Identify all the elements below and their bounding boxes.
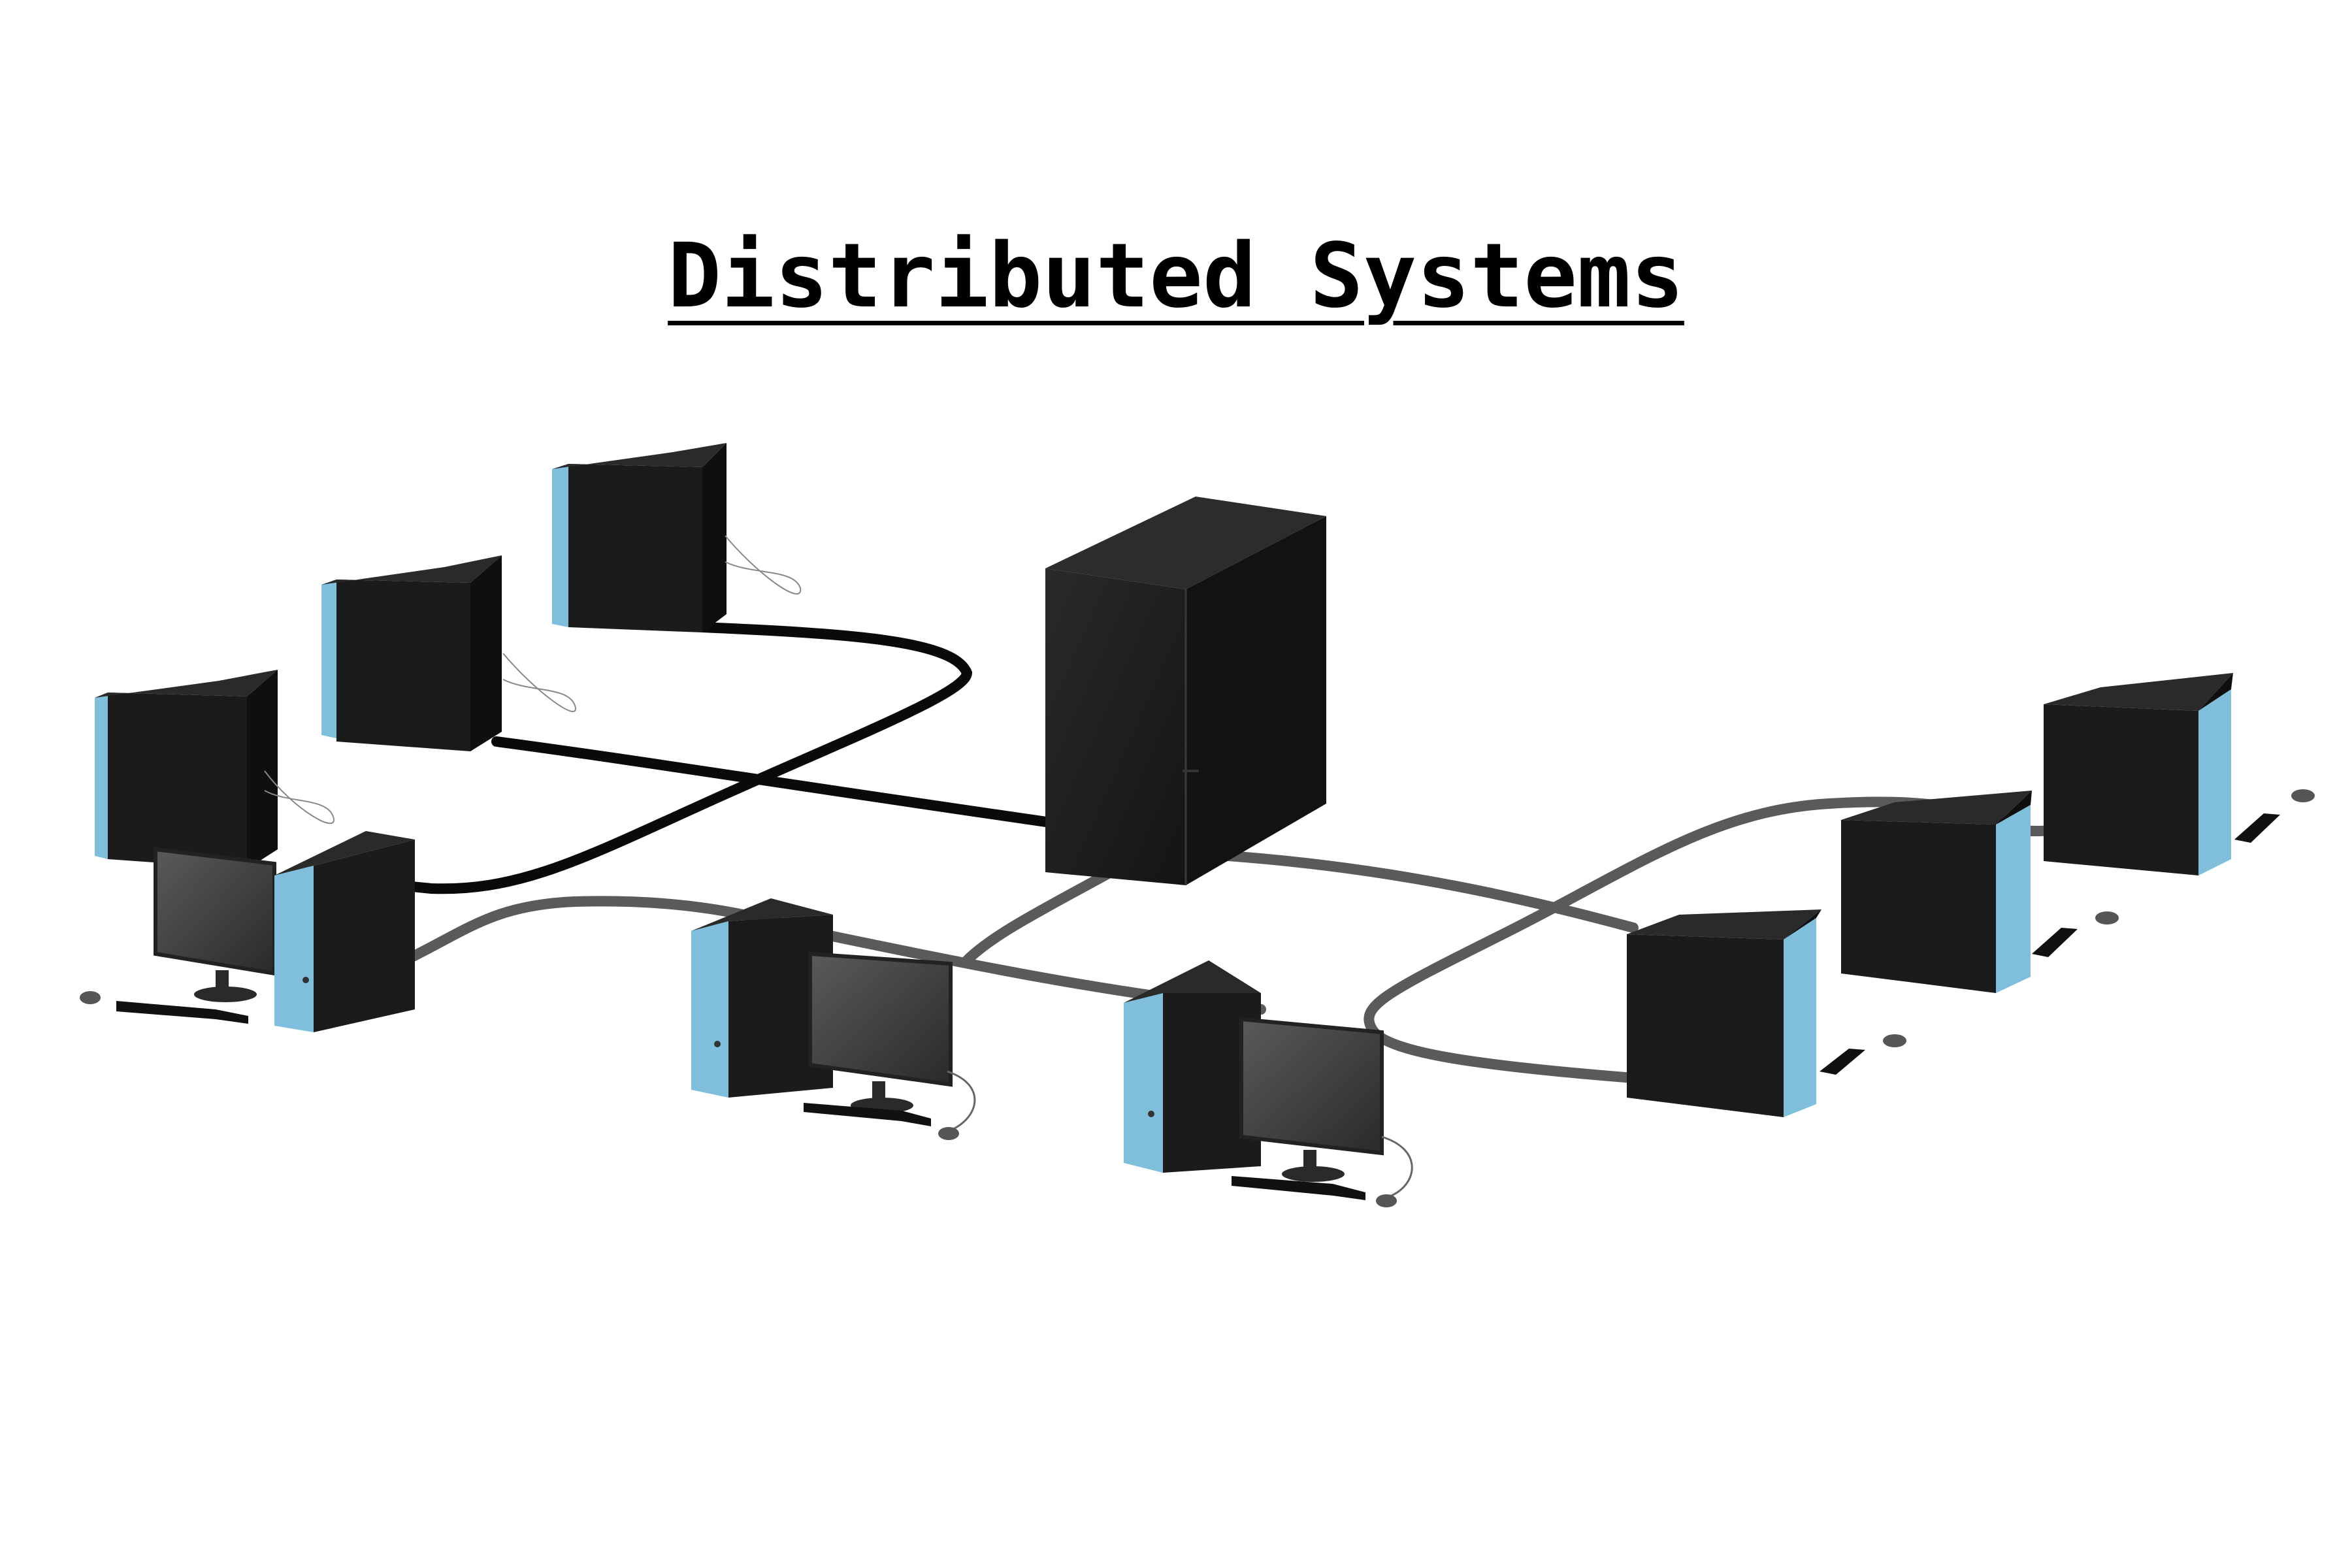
mouse-icon: [2291, 789, 2315, 802]
workstation-left: [80, 831, 415, 1032]
computer-right-3: [2044, 673, 2315, 875]
cable-server-to-right: [1223, 851, 1639, 933]
computer-top-left-2: [321, 555, 576, 751]
computer-icon: [691, 898, 833, 1098]
keyboard-icon: [116, 1001, 248, 1024]
monitor-icon: [808, 951, 953, 1113]
mouse-cable: [947, 1070, 976, 1132]
workstation-center-1: [691, 898, 976, 1140]
mouse-icon: [938, 1127, 959, 1140]
mouse-icon: [2095, 911, 2119, 924]
workstation-center-2: [1124, 960, 1413, 1207]
mouse-icon: [80, 991, 101, 1004]
computer-top-left-1: [95, 670, 335, 869]
keyboard-icon: [2032, 928, 2078, 957]
computer-right-2: [1841, 791, 2119, 993]
mouse-icon: [1376, 1194, 1397, 1207]
keyboard-icon: [1232, 1176, 1365, 1200]
mouse-icon: [1883, 1034, 1906, 1047]
keyboard-icon: [2234, 813, 2280, 843]
server-icon: [1045, 497, 1326, 885]
computer-right-1: [1627, 909, 1906, 1117]
keyboard-icon: [804, 1103, 931, 1126]
monitor-icon: [154, 847, 276, 1002]
cable-right-loop-bottom: [1367, 1024, 1639, 1083]
cable-server-to-center-pc: [962, 867, 1116, 966]
computer-icon: [274, 831, 415, 1032]
monitor-icon: [1239, 1017, 1384, 1182]
keyboard-icon: [1820, 1049, 1865, 1075]
computer-top-left-3: [552, 443, 802, 632]
diagram-title: Distributed Systems: [668, 225, 1684, 328]
black-cables: [393, 622, 1060, 894]
computer-icon: [1124, 960, 1261, 1173]
mouse-cable: [1381, 1135, 1413, 1198]
cable-top-pc-to-left-pc: [393, 622, 973, 894]
cable-mid-pc-to-server: [491, 736, 1060, 828]
